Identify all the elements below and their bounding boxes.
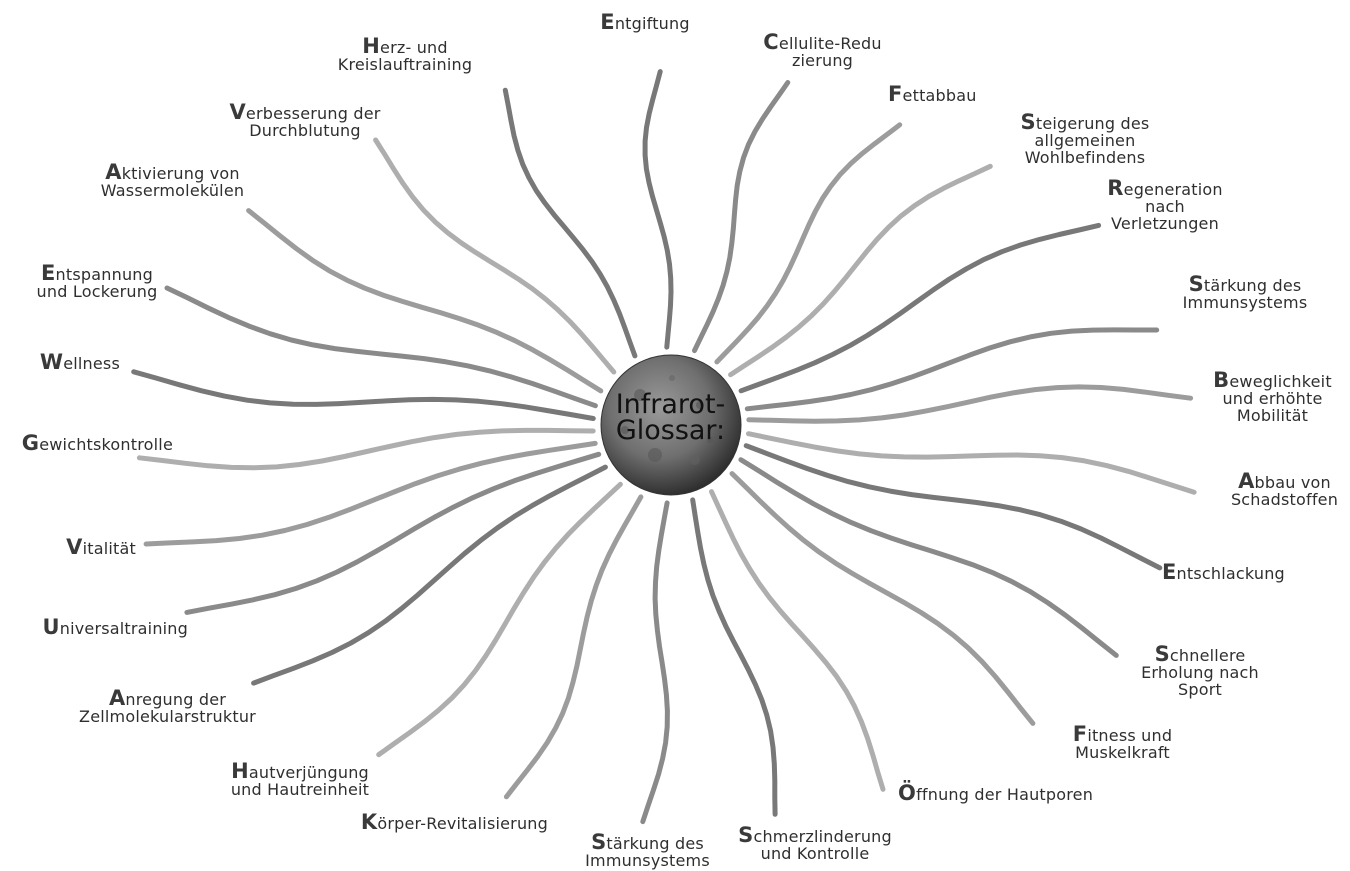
branch-connector: [746, 431, 1197, 495]
branch-connector: [376, 481, 623, 758]
branch-connector: [728, 163, 993, 378]
branch-lines: [131, 69, 1197, 825]
branch-label-revitalisierung: Körper-Revitalisierung: [360, 810, 548, 834]
branch-label-universaltraining: Universaltraining: [42, 615, 188, 639]
branch-label-immunsystem-bottom: Stärkung des Immunsystems: [585, 830, 710, 870]
branch-connector: [709, 489, 886, 792]
branch-label-vitalitaet: Vitalität: [66, 535, 136, 559]
branch-label-schadstoffe: Abbau von Schadstoffen: [1230, 469, 1339, 509]
branch-label-wellness: Wellness: [39, 350, 120, 374]
branch-label-regeneration: Regeneration nach Verletzungen: [1107, 176, 1223, 233]
branch-connector: [184, 451, 602, 615]
branch-label-entschlackung: Entschlackung: [1162, 560, 1285, 584]
branch-label-beweglichkeit: Beweglichkeit und erhöhte Mobilität: [1213, 368, 1332, 425]
branch-connector: [143, 440, 598, 547]
branch-label-erholung: Schnellere Erholung nach Sport: [1141, 642, 1259, 699]
branch-connector: [642, 69, 674, 350]
branch-label-gewichtskontrolle: Gewichtskontrolle: [21, 431, 173, 455]
branch-connector: [503, 494, 644, 800]
branch-label-fitness: Fitness und Muskelkraft: [1072, 722, 1173, 762]
branch-label-immunsystem-right: Stärkung des Immunsystems: [1182, 272, 1308, 312]
branch-connector: [246, 208, 604, 394]
branch-connector: [251, 464, 608, 686]
hub-title: Infrarot- Glossar:: [615, 389, 726, 446]
branch-connector: [738, 222, 1102, 394]
branch-connector: [131, 369, 596, 421]
branch-label-schmerzlinderung: Schmerzlinderung und Kontrolle: [738, 823, 892, 863]
branch-connector: [738, 457, 1119, 658]
branch-connector: [746, 384, 1194, 424]
branch-connector: [373, 137, 617, 375]
branch-label-zellmolekular: Anregung der Zellmolekularstruktur: [79, 686, 256, 726]
branch-label-fettabbau: Fettabbau: [888, 82, 977, 106]
branch-connector: [640, 500, 670, 825]
branch-connector: [136, 427, 596, 471]
branch-label-entgiftung: Entgiftung: [600, 10, 690, 34]
branch-connector: [164, 285, 598, 409]
branch-label-wassermolekuele: Aktivierung von Wassermolekülen: [100, 160, 245, 200]
branch-connector: [744, 327, 1160, 412]
branch-connector: [714, 122, 903, 365]
branch-connector: [729, 471, 1036, 726]
branch-label-kreislauf: Herz- und Kreislauftraining: [337, 34, 473, 74]
branch-connector: [502, 87, 638, 359]
branch-label-durchblutung: Verbesserung der Durchblutung: [229, 100, 381, 140]
branch-connector: [743, 443, 1163, 571]
branch-label-entspannung: Entspannung und Lockerung: [36, 261, 158, 301]
branch-connector: [692, 80, 791, 354]
branch-connector: [690, 497, 778, 817]
branch-label-cellulite: Cellulite-Redu zierung: [763, 30, 882, 70]
branch-label-wohlbefinden: Steigerung des allgemeinen Wohlbefindens: [1020, 110, 1150, 167]
branch-label-hautverjuengung: Hautverjüngung und Hautreinheit: [230, 759, 370, 799]
branch-label-hautporen: Öffnung der Hautporen: [898, 781, 1094, 805]
hub-planet: [600, 354, 742, 496]
